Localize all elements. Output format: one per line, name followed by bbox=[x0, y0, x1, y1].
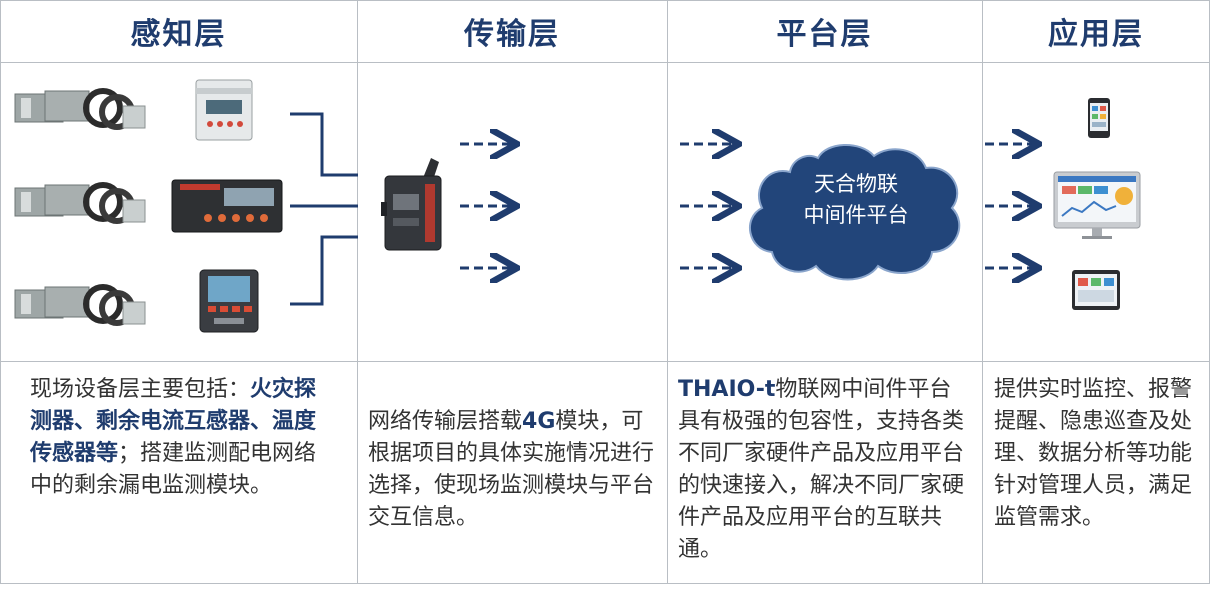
cloud-label-line2: 中间件平台 bbox=[804, 203, 909, 227]
diagram-graphics: 天合物联 中间件平台 bbox=[14, 79, 1141, 333]
platform-description: THAIO-t物联网中间件平台具有极强的包容性，支持各类不同厂家硬件产品及应用平… bbox=[678, 374, 972, 566]
4g-gateway-icon bbox=[381, 158, 442, 251]
platform-description-suffix: 物联网中间件平台具有极强的包容性，支持各类不同厂家硬件产品及应用平台的快速接入，… bbox=[678, 377, 965, 562]
outer-border-top bbox=[0, 0, 1210, 1]
cloud-label-line1: 天合物联 bbox=[814, 172, 898, 196]
header-divider bbox=[0, 62, 1210, 63]
current-transformer-group-3 bbox=[14, 284, 146, 326]
perception-description: 现场设备层主要包括：火灾探测器、剩余电流互感器、温度传感器等；搭建监测配电网络中… bbox=[30, 374, 330, 502]
description-divider bbox=[0, 361, 1210, 362]
transmission-description-suffix: 模块，可根据项目的具体实施情况进行选择，使现场监测模块与平台交互信息。 bbox=[368, 409, 655, 530]
current-transformer-group-1 bbox=[14, 88, 146, 130]
platform-layer-title: 平台层 bbox=[776, 17, 873, 52]
application-layer-title: 应用层 bbox=[1048, 17, 1144, 52]
application-description: 提供实时监控、报警提醒、隐患巡查及处理、数据分析等功能针对管理人员，满足监管需求… bbox=[994, 374, 1194, 534]
application-description-text: 提供实时监控、报警提醒、隐患巡查及处理、数据分析等功能针对管理人员，满足监管需求… bbox=[994, 377, 1193, 530]
transmission-description-highlight: 4G bbox=[522, 409, 556, 434]
square-panel-meter-icon bbox=[199, 269, 259, 333]
middleware-cloud: 天合物联 中间件平台 bbox=[749, 143, 961, 281]
perception-description-prefix: 现场设备层主要包括： bbox=[30, 377, 251, 402]
transmission-description-prefix: 网络传输层搭载 bbox=[368, 409, 523, 434]
desktop-monitor-icon bbox=[1053, 171, 1141, 239]
smartphone-icon bbox=[1088, 98, 1110, 138]
outer-border-bottom bbox=[0, 583, 1210, 584]
panel-meter-icon bbox=[171, 179, 283, 233]
outer-border-left bbox=[0, 0, 1, 584]
layer-header-row: 感知层 传输层 平台层 应用层 bbox=[0, 0, 1210, 62]
perception-description-highlight: 火灾探测器、剩余电流互感器、温度传感器等 bbox=[30, 377, 317, 466]
perception-layer-title: 感知层 bbox=[130, 17, 227, 52]
connector-line-bottom bbox=[290, 235, 358, 306]
column-divider-3 bbox=[982, 0, 983, 584]
column-divider-1 bbox=[357, 0, 358, 584]
tablet-icon bbox=[1072, 270, 1120, 310]
transmission-layer-title: 传输层 bbox=[464, 17, 560, 52]
transmission-description: 网络传输层搭载4G模块，可根据项目的具体实施情况进行选择，使现场监测模块与平台交… bbox=[368, 406, 662, 534]
current-transformer-group-2 bbox=[14, 182, 146, 224]
din-rail-meter-icon bbox=[195, 79, 253, 141]
platform-description-highlight: THAIO-t bbox=[678, 377, 776, 402]
perception-description-suffix: ；搭建监测配电网络中的剩余漏电监测模块。 bbox=[30, 441, 317, 498]
column-divider-2 bbox=[667, 0, 668, 584]
connector-line-top bbox=[290, 112, 358, 177]
